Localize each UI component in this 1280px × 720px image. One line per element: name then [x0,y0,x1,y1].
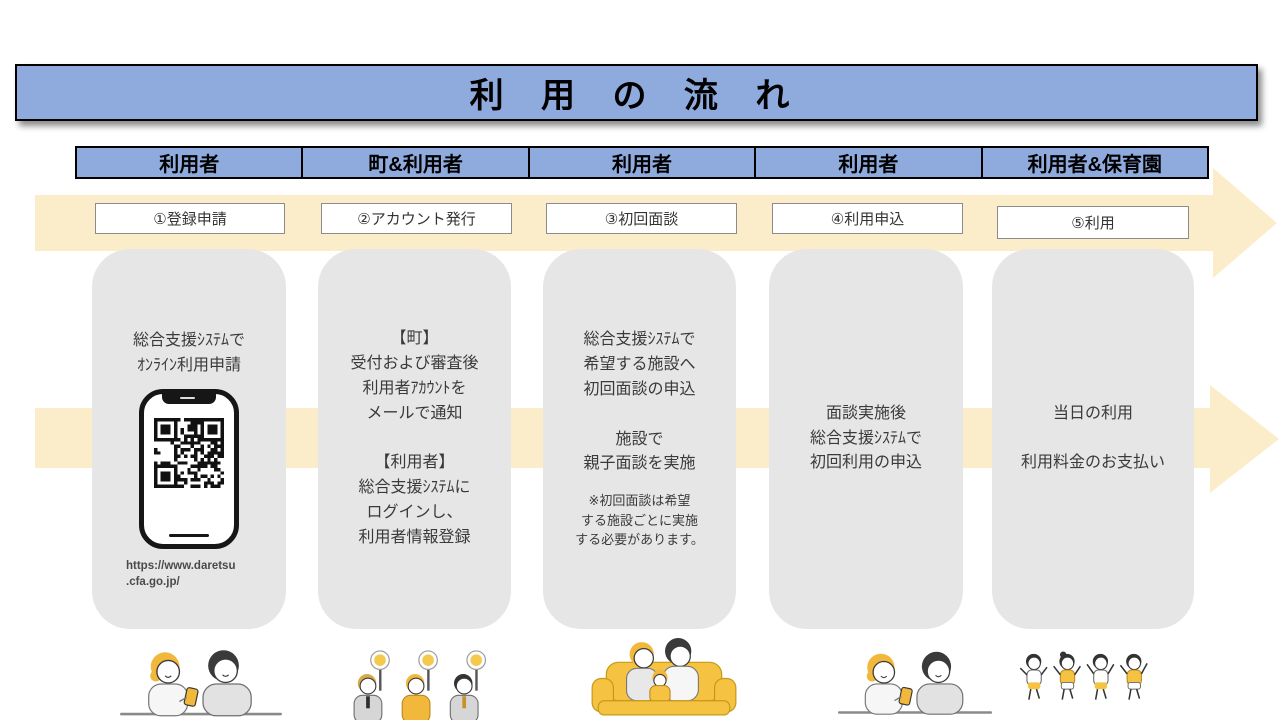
actor-header-1: 利用者 [75,146,304,179]
step-label-4: ④利用申込 [772,203,963,234]
phone-speaker [180,396,195,400]
title-banner: 利 用 の 流 れ [15,64,1258,121]
illustration-couple-smartphone [118,642,286,720]
smartphone-illustration [139,388,239,549]
step-card-use: 当日の利用 利用料金のお支払い [992,249,1194,629]
illustration-couple-smartphone [836,644,996,720]
step-label-3: ③初回面談 [546,203,737,234]
actor-header-2: 町&利用者 [301,146,530,179]
card-5-text: 当日の利用 利用料金のお支払い [1020,404,1165,472]
step-card-interview: 総合支援ｼｽﾃﾑで 希望する施設へ 初回面談の申込 施設で 親子面談を実施 ※初… [543,249,736,629]
page-title: 利 用 の 流 れ [469,77,804,115]
qr-code [154,417,224,488]
card-2-text: 【町】 受付および審査後 利用者ｱｶｳﾝﾄを メールで通知 【利用者】 総合支援… [350,330,479,546]
illustration-children-playing [1012,650,1164,712]
card-3-text: 総合支援ｼｽﾃﾑで 希望する施設へ 初回面談の申込 施設で 親子面談を実施 [583,331,696,473]
card-3-note: ※初回面談は希望 する施設ごとに実施 する必要があります。 [575,493,704,548]
registration-url: https://www.daretsu .cfa.go.jp/ [126,559,236,589]
step-label-5: ⑤利用 [997,206,1189,239]
illustration-family-on-sofa [578,636,750,720]
phone-home-bar [169,533,209,537]
step-card-account: 【町】 受付および審査後 利用者ｱｶｳﾝﾄを メールで通知 【利用者】 総合支援… [318,249,511,629]
actor-header-3: 利用者 [527,146,757,179]
illustration-staff-approval-signs [328,650,506,720]
card-4-text: 面談実施後 総合支援ｼｽﾃﾑで 初回利用の申込 [809,404,922,472]
step-card-registration: 総合支援ｼｽﾃﾑで ｵﾝﾗｲﾝ利用申請 https://www.daretsu … [92,249,286,629]
actor-header-5: 利用者&保育園 [980,146,1210,179]
actor-header-row: 利用者 町&利用者 利用者 利用者 利用者&保育園 [75,146,1210,179]
step-label-1: ①登録申請 [95,203,285,234]
step-label-2: ②アカウント発行 [321,203,512,234]
step-card-application: 面談実施後 総合支援ｼｽﾃﾑで 初回利用の申込 [769,249,963,629]
card-1-text: 総合支援ｼｽﾃﾑで ｵﾝﾗｲﾝ利用申請 [132,332,245,374]
actor-header-4: 利用者 [754,146,983,179]
